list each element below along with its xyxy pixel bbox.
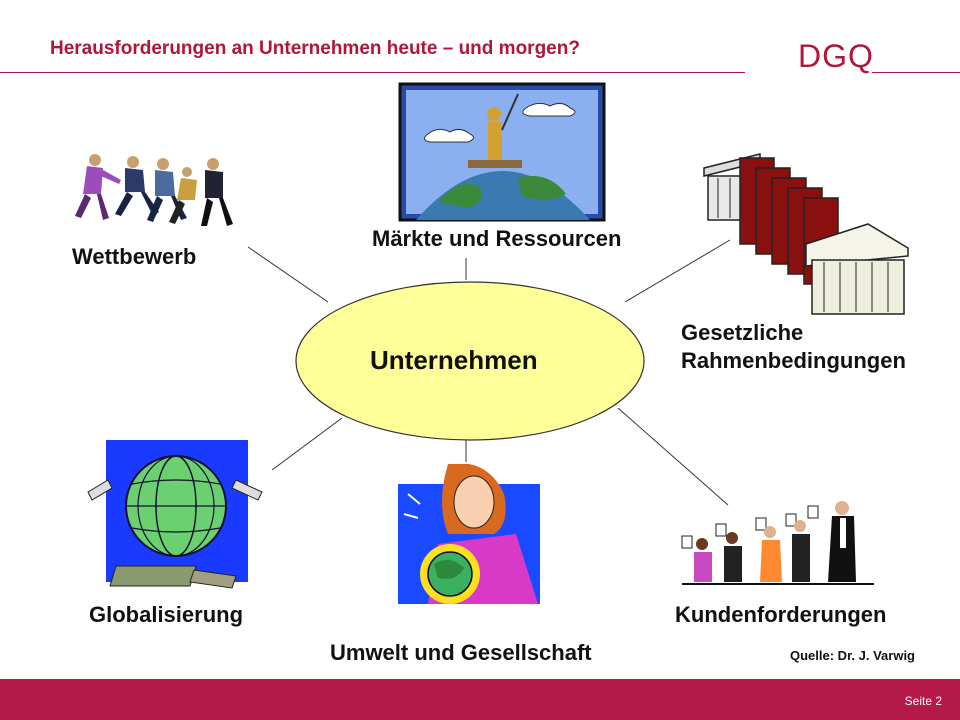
source-note: Quelle: Dr. J. Varwig — [790, 648, 915, 663]
center-ellipse — [295, 281, 645, 441]
dgq-logo: DGQ — [798, 38, 874, 74]
woman-holding-earth-icon — [398, 464, 540, 604]
center-label: Unternehmen — [370, 345, 538, 375]
node-label-wettbewerb: Wettbewerb — [72, 244, 197, 269]
node-label-gesetzliche-line1: Gesetzliche — [681, 320, 804, 345]
node-label-globalisierung: Globalisierung — [89, 602, 244, 627]
page-number: Seite 2 — [904, 694, 942, 708]
node-label-umwelt: Umwelt und Gesellschaft — [330, 640, 592, 665]
slide-title: Herausforderungen an Unternehmen heute –… — [50, 38, 580, 59]
node-label-maerkte: Märkte und Ressourcen — [372, 226, 622, 251]
node-label-gesetzliche-line2: Rahmenbedingungen — [681, 348, 906, 373]
header-divider-right — [872, 72, 960, 73]
node-label-kundenforderungen: Kundenforderungen — [675, 602, 887, 627]
svg-text:DGQ: DGQ — [798, 38, 874, 74]
law-books-and-courthouse-icon — [703, 153, 909, 315]
customers-with-rating-signs-icon — [681, 501, 874, 585]
person-fishing-on-globe-icon — [398, 82, 606, 222]
globe-with-money-icon — [87, 440, 263, 589]
header-divider-left — [0, 72, 745, 73]
footer-bar — [0, 679, 960, 720]
business-people-racing-icon — [75, 154, 233, 226]
